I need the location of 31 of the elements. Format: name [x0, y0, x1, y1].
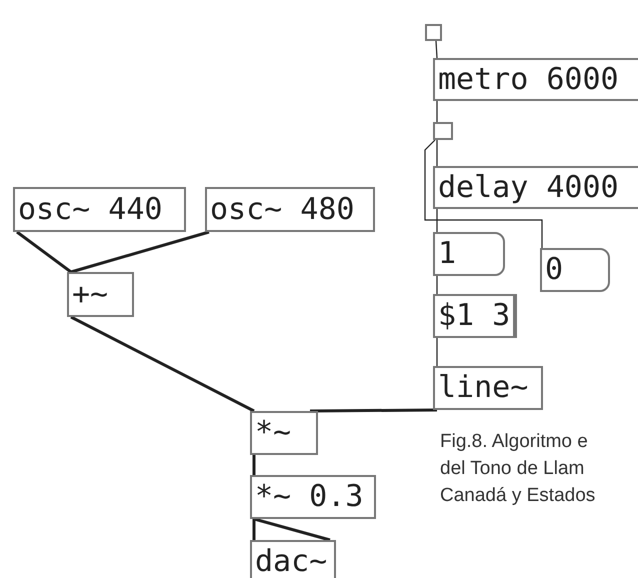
caption-text: Canadá y Estados	[440, 486, 596, 505]
object-box: *~	[250, 411, 318, 455]
number-box: 0	[540, 248, 610, 292]
object-box: delay 4000	[433, 166, 638, 209]
patch-cord	[436, 338, 438, 366]
object-box: osc~ 440	[13, 187, 186, 232]
patch-cord	[436, 209, 438, 232]
patch-cord	[436, 276, 438, 294]
bang-box	[433, 122, 453, 140]
patch-cord	[252, 455, 256, 475]
object-box: +~	[67, 272, 134, 317]
patch-cord	[436, 140, 438, 166]
toggle-box	[425, 24, 442, 41]
patch-cord	[436, 101, 438, 122]
patch-cord	[435, 40, 438, 58]
object-box: dac~	[250, 540, 336, 578]
patch-cord	[70, 316, 255, 412]
object-box: osc~ 480	[205, 187, 375, 232]
patch-cord	[16, 230, 72, 274]
patch-cord	[70, 230, 210, 274]
patch-cord	[252, 519, 256, 540]
caption-text: Fig.8. Algoritmo e	[440, 432, 588, 451]
patch-cord	[254, 518, 330, 542]
message-box: $1 3	[433, 294, 517, 338]
object-box: metro 6000	[433, 58, 638, 101]
number-box: 1	[433, 232, 505, 276]
patch-cord	[310, 408, 438, 412]
caption-text: del Tono de Llam	[440, 459, 584, 478]
object-box: *~ 0.3	[250, 475, 376, 519]
object-box: line~	[433, 366, 543, 410]
patch-cord	[424, 140, 543, 248]
